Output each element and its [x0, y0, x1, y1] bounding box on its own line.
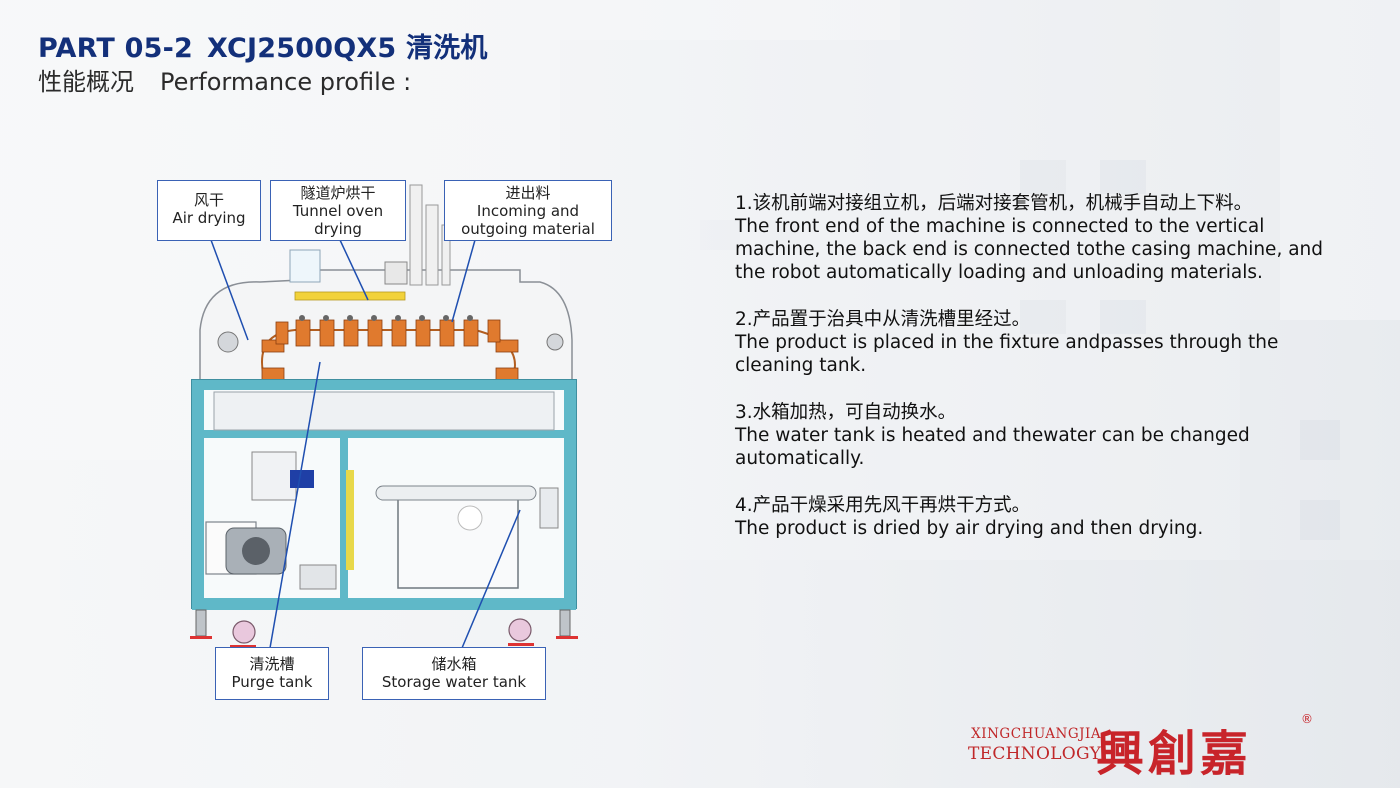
company-logo: XINGCHUANGJIA TECHNOLOGY 興創嘉 ®	[968, 712, 1318, 782]
callout-purge-tank: 清洗槽 Purge tank	[215, 647, 329, 700]
subtitle-en: Performance profile :	[160, 68, 412, 96]
callout-storage-tank: 储水箱 Storage water tank	[362, 647, 546, 700]
logo-chinese: 興創嘉	[1096, 726, 1253, 782]
page-subtitle: 性能概况 Performance profile :	[38, 62, 411, 97]
feature-item-2: 2.产品置于治具中从清洗槽里经过。 The product is placed …	[735, 309, 1279, 376]
machine-diagram	[190, 184, 578, 649]
logo-english: XINGCHUANGJIA TECHNOLOGY	[968, 726, 1102, 764]
callout-tunnel-oven: 隧道炉烘干 Tunnel oven drying	[270, 180, 406, 241]
callout-incoming-material: 进出料 Incoming and outgoing material	[444, 180, 612, 241]
subtitle-cn: 性能概况	[38, 68, 134, 96]
callout-air-drying: 风干 Air drying	[157, 180, 261, 241]
part-number: PART 05-2	[38, 33, 193, 64]
page-title: PART 05-2 XCJ2500QX5 清洗机	[38, 26, 488, 65]
registered-mark: ®	[1301, 712, 1313, 726]
feature-description: 1.该机前端对接组立机，后端对接套管机，机械手自动上下料。 The front …	[735, 192, 1335, 564]
feature-item-4: 4.产品干燥采用先风干再烘干方式。 The product is dried b…	[735, 495, 1204, 539]
feature-item-1: 1.该机前端对接组立机，后端对接套管机，机械手自动上下料。 The front …	[735, 193, 1324, 283]
machine-model: XCJ2500QX5 清洗机	[206, 33, 488, 64]
feature-item-3: 3.水箱加热，可自动换水。 The water tank is heated a…	[735, 402, 1250, 469]
